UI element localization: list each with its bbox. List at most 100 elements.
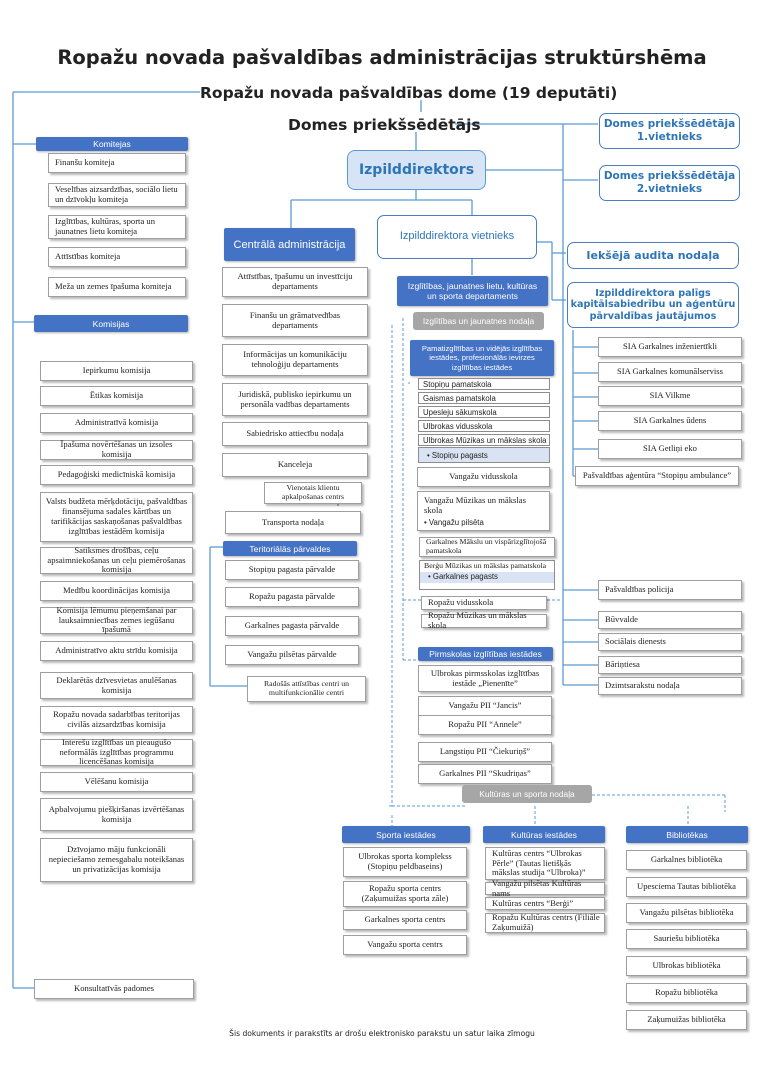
internal-audit: Iekšējā audita nodaļa (567, 242, 739, 269)
preschool-pienenite: Ulbrokas pirmsskolas izglītības iestāde … (418, 665, 552, 692)
commission-residence: Deklarētās dzīvesvietas anulēšanas komis… (40, 672, 193, 699)
client-service-center: Vienotais klientu apkalpošanas centrs (264, 482, 362, 504)
education-youth-header: Izglītības un jaunatnes nodaļa (413, 312, 544, 330)
council-chair: Domes priekšsēdētājs (288, 116, 481, 134)
creative-centers: Radošās attīstības centri un multifunkci… (247, 676, 366, 702)
garkalne-bullet: • Garkalnes pagasts (420, 571, 554, 583)
culture-vangazi: Vangažu pilsētas Kultūras nams (485, 878, 605, 897)
commission-housing-land: Dzīvojamo māju funkcionāli nepieciešamo … (40, 838, 193, 882)
culture-ulbrokas-perle: Kultūras centrs “Ulbrokas Pērle” (Tautas… (485, 847, 605, 880)
territory-garkalne: Garkalnes pagasta pārvalde (225, 616, 359, 636)
sport-garkalne: Garkalnes sporta centrs (343, 910, 467, 930)
school-gaisma: Gaismas pamatskola (418, 392, 550, 404)
commission-awards: Apbalvojumu piešķiršanas izvērtēšanas ko… (40, 798, 193, 831)
footer-note: Šis dokuments ir parakstīts ar drošu ele… (229, 1029, 535, 1038)
school-vangazi: Vangažu vidusskola (417, 467, 550, 487)
culture-bergi: Kultūras centrs “Berģi” (485, 897, 605, 910)
agency-ambulance: Pašvaldības aģentūra “Stopiņu ambulance” (575, 466, 739, 486)
commission-administrative: Administratīvā komisija (40, 413, 193, 433)
commission-procurement: Iepirkumu komisija (40, 361, 193, 381)
library-upesciems: Upesciema Tautas bibliotēka (626, 877, 747, 897)
committees-header: Komitejas (36, 137, 188, 151)
preschool-skudrinas: Garkalnes PII “Skudriņas” (418, 764, 552, 784)
territorial-header: Teritoriālās pārvaldes (223, 541, 357, 556)
school-upeslejas: Upesleju sākumskola (418, 406, 550, 418)
garkalne-label: Garkalnes pagasts (432, 571, 498, 581)
commissions-header: Komisijas (34, 315, 188, 332)
school-stopini: Stopiņu pamatskola (418, 378, 550, 390)
dept-public-relations: Sabiedrisko attiecību nodaļa (222, 422, 368, 446)
stopini-label: Stopiņu pagasts (431, 450, 488, 460)
culture-sport-header: Kultūras un sporta nodaļa (462, 785, 592, 803)
preschool-jancis: Vangažu PII “Jancis” (418, 696, 552, 716)
culture-ropazi: Ropažu Kultūras centrs (Filiāle Zaķumuiž… (485, 912, 605, 933)
commission-ethics: Ētikas komisija (40, 386, 193, 406)
library-ropazi: Ropažu bibliotēka (626, 983, 747, 1003)
page-title: Ropažu novada pašvaldības administrācija… (57, 46, 707, 69)
territory-stopini: Stopiņu pagasta pārvalde (225, 560, 359, 580)
dept-development: Attīstības, īpašumu un investīciju depar… (222, 267, 368, 297)
transport-department: Transporta nodaļa (225, 511, 361, 534)
commission-elections: Vēlēšanu komisija (40, 772, 193, 792)
executive-director: Izpilddirektors (347, 150, 486, 190)
commission-property: Īpašuma novērtēšanas un izsoles komisija (40, 439, 193, 460)
committee-education: Izglītības, kultūras, sporta un jaunatne… (48, 215, 186, 239)
culture-header: Kultūras iestādes (483, 826, 605, 843)
school-bergi-music: Berģu Mūzikas un mākslas pamatskola (424, 561, 547, 570)
school-ulbroka-music: Ulbrokas Mūzikas un mākslas skola (418, 434, 550, 446)
territory-vangazi: Vangažu pilsētas pārvalde (225, 645, 359, 665)
sport-header: Sporta iestādes (342, 826, 470, 843)
commission-traffic: Satiksmes drošības, ceļu apsaimniekošana… (40, 545, 193, 574)
library-ulbroka: Ulbrokas bibliotēka (626, 956, 747, 976)
stopini-bullet: • Stopiņu pagasts (418, 447, 550, 463)
committee-development: Attīstības komiteja (48, 247, 186, 267)
school-bergi-box: Berģu Mūzikas un mākslas pamatskola • Ga… (419, 560, 555, 590)
preschool-header: Pirmskolas izglītības iestādes (418, 647, 553, 661)
commission-farmland: Komisija lēmumu pieņemšanai par lauksaim… (40, 605, 193, 634)
central-administration-header: Centrālā administrācija (224, 228, 355, 261)
school-vangazi-music: Vangažu Mūzikas un mākslas skola (424, 495, 526, 516)
library-vangazi: Vangažu pilsētas bibliotēka (626, 903, 747, 923)
school-ulbroka: Ulbrokas vidusskola (418, 420, 550, 432)
school-vangazi-music-box: Vangažu Mūzikas un mākslas skola • Vanga… (417, 491, 550, 531)
schools-header: Pamatizglītības un vidējās izglītības ie… (410, 340, 554, 376)
vice-chair-2: Domes priekšsēdētāja 2.vietnieks (599, 165, 740, 201)
company-getlini: SIA Getliņi eko (598, 439, 742, 459)
committee-forest: Meža un zemes īpašuma komiteja (48, 277, 186, 297)
commission-civil-defence: Ropažu novada sadarbības teritorijas civ… (40, 706, 193, 733)
commission-budget: Valsts budžeta mērķdotāciju, pašvaldības… (40, 492, 193, 542)
dept-chancellery: Kanceleja (222, 453, 368, 477)
committee-finance: Finanšu komiteja (48, 153, 186, 173)
company-vilkme: SIA Vilkme (598, 386, 742, 406)
vangazi-bullet: • Vangažu pilsēta (424, 517, 484, 527)
company-udens: SIA Garkalnes ūdens (598, 411, 742, 431)
dept-finance: Finanšu un grāmatvedības departaments (222, 304, 368, 337)
sport-ropazi: Ropažu sporta centrs (Zaķumuižas sporta … (343, 881, 467, 907)
commission-disputes: Administratīvo aktu strīdu komisija (40, 641, 193, 661)
company-inzeniertikli: SIA Garkalnes inženiertīkli (598, 337, 742, 357)
service-registry: Dzimtsarakstu nodaļa (598, 677, 742, 695)
libraries-header: Bibliotēkas (626, 826, 748, 843)
territory-ropazi: Ropažu pagasta pārvalde (225, 587, 359, 607)
service-orphans-court: Bāriņtiesa (598, 656, 742, 674)
library-garkalne: Garkalnes bibliotēka (626, 850, 747, 870)
advisory-councils: Konsultatīvās padomes (34, 979, 194, 999)
preschool-ciekurins: Langstiņu PII “Čiekuriņš” (418, 742, 552, 762)
school-garkalne-arts: Garkalnes Mākslu un vispārizglītojošā pa… (419, 537, 555, 557)
school-ropazi: Ropažu vidusskola (421, 596, 547, 610)
commission-licensing: Interešu izglītības un pieaugušo neformā… (40, 737, 193, 766)
vangazi-label: Vangažu pilsēta (428, 517, 484, 527)
city-council: Ropažu novada pašvaldības dome (19 deput… (200, 84, 618, 102)
commission-pedagogical: Pedagoģiski medicīniskā komisija (40, 465, 193, 485)
school-ropazi-music: Ropažu Mūzikas un mākslas skola (421, 610, 547, 630)
deputy-director: Izpilddirektora vietnieks (377, 215, 537, 259)
preschool-annele: Ropažu PII “Annele” (418, 715, 552, 735)
assistant-director: Izpilddirektora palīgs kapitālsabiedrību… (567, 282, 739, 328)
dept-ict: Informācijas un komunikāciju tehnoloģiju… (222, 344, 368, 376)
company-komunalserviss: SIA Garkalnes komunālserviss (598, 362, 742, 382)
education-department-header: Izglītības, jaunatnes lietu, kultūras un… (397, 276, 548, 306)
commission-hunting: Medību koordinācijas komisija (40, 581, 193, 601)
service-social: Sociālais dienests (598, 633, 742, 651)
